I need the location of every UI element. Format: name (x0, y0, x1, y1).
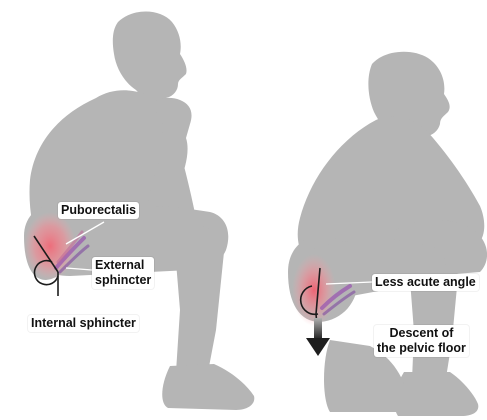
external-sphincter-line-1: External (95, 258, 151, 273)
external-sphincter-label: External sphincter (92, 257, 154, 289)
descent-line-1: Descent of (377, 326, 466, 341)
less-acute-angle-label: Less acute angle (372, 274, 479, 291)
external-sphincter-line-2: sphincter (95, 273, 151, 288)
descent-line-2: the pelvic floor (377, 341, 466, 356)
descent-pelvic-floor-label: Descent of the pelvic floor (374, 325, 469, 357)
internal-sphincter-label: Internal sphincter (28, 315, 139, 332)
squatting-person-silhouette (288, 52, 487, 416)
puborectalis-label: Puborectalis (58, 202, 139, 219)
